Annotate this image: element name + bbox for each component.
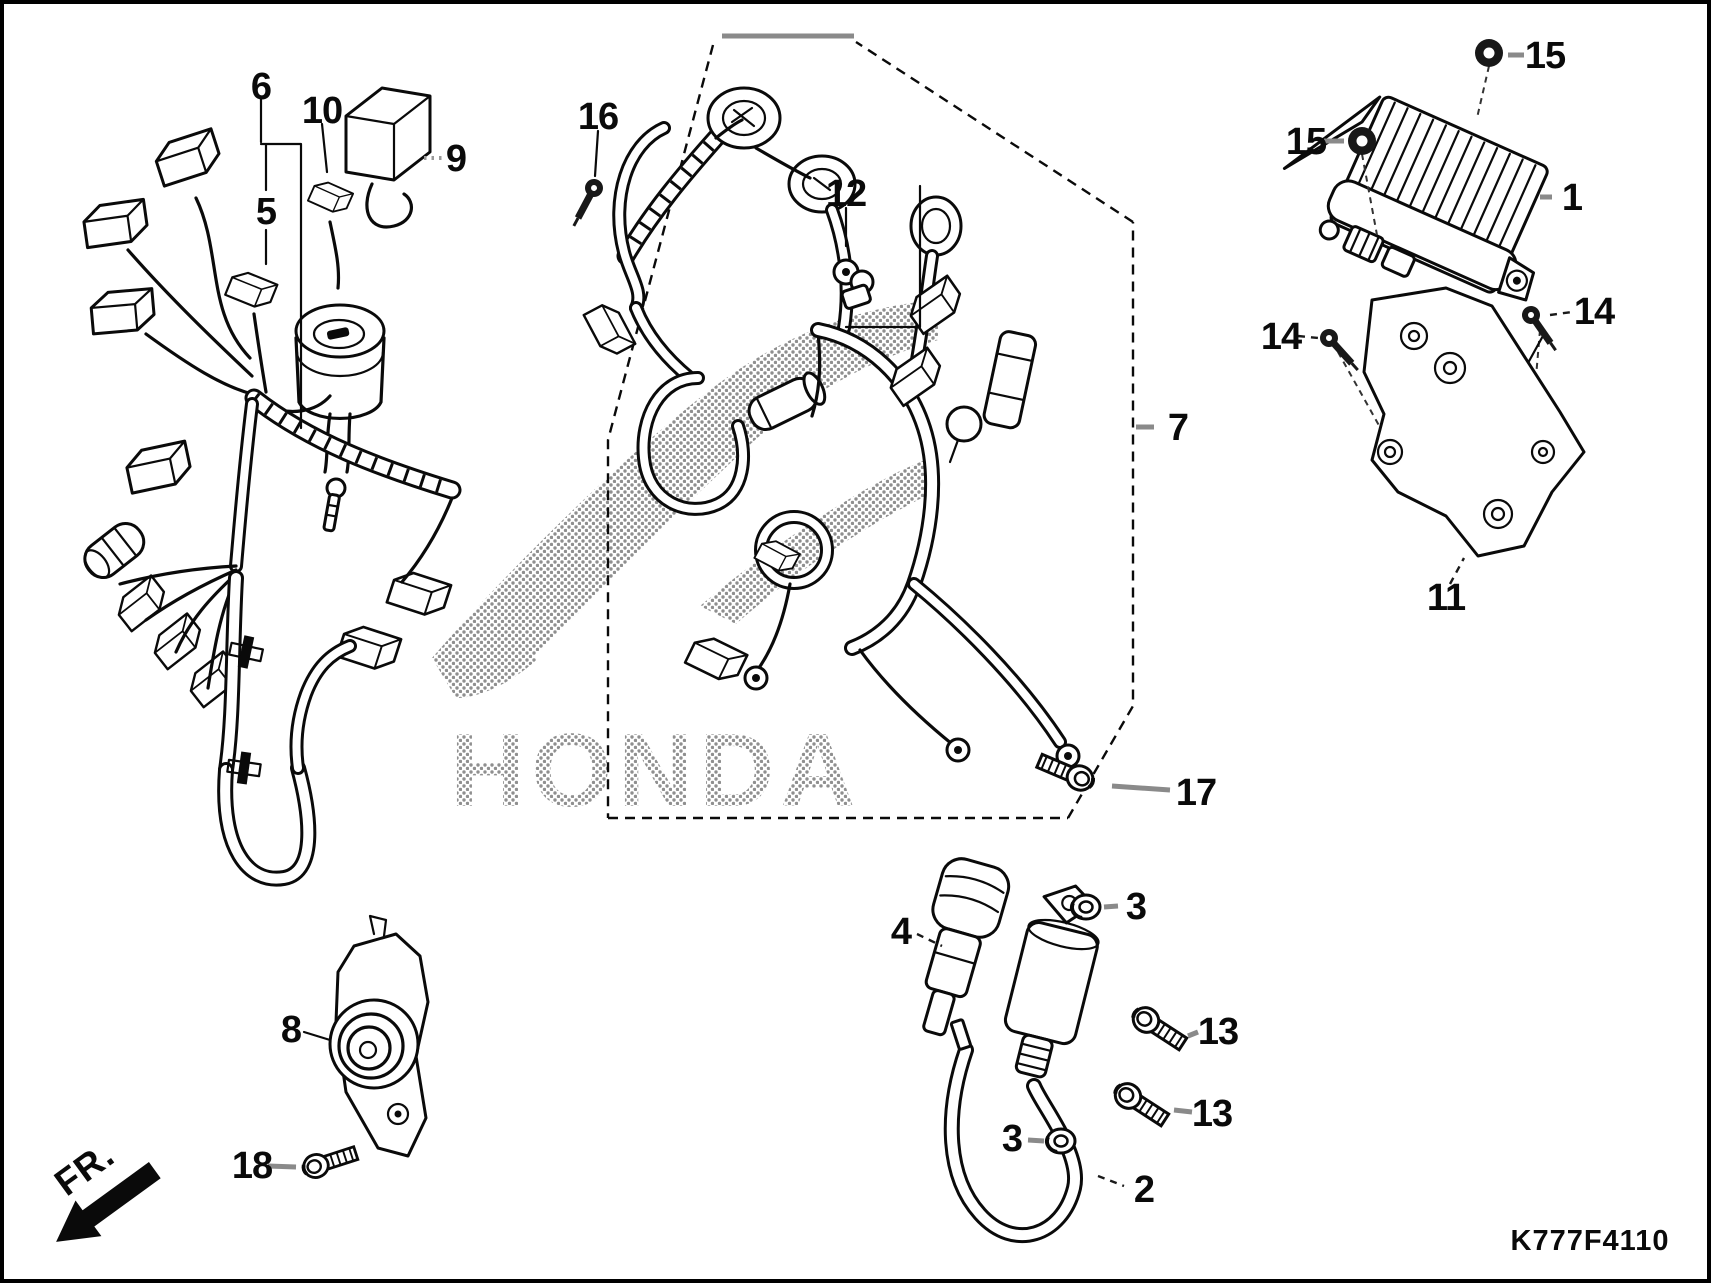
fr-direction: FR.: [47, 1134, 161, 1242]
callout-4[interactable]: 4: [891, 911, 913, 953]
nut-15: [1475, 39, 1503, 67]
callout-3[interactable]: 3: [1126, 886, 1147, 928]
nut-3: [1044, 1127, 1077, 1155]
main-wire-harness: [80, 86, 462, 887]
honda-wing-watermark: HONDA: [432, 300, 938, 829]
nut-15: [1348, 127, 1376, 155]
callout-14[interactable]: 14: [1574, 291, 1616, 333]
round-connector: [706, 86, 782, 150]
ignition-switch-connector: [294, 303, 386, 474]
sub-harness-7: [582, 86, 1081, 769]
fr-direction-arrow-icon: [56, 1162, 161, 1242]
relay-5: [224, 266, 279, 313]
sensor-12: [832, 258, 875, 310]
condenser-cylinder: [747, 371, 827, 432]
callout-12[interactable]: 12: [826, 173, 867, 215]
callout-15[interactable]: 15: [1525, 35, 1567, 77]
spark-plug-cap-4: [922, 857, 1011, 1037]
ignition-coil-group: [922, 857, 1100, 1244]
bolt-18: [298, 1140, 362, 1183]
callout-1[interactable]: 1: [1562, 177, 1584, 219]
callout-13[interactable]: 13: [1198, 1011, 1239, 1053]
callout-5[interactable]: 5: [256, 191, 278, 233]
callout-17[interactable]: 17: [1176, 772, 1217, 814]
bracket-11: [1362, 286, 1586, 558]
round-connector: [909, 195, 963, 257]
callout-8[interactable]: 8: [281, 1009, 302, 1051]
callout-6[interactable]: 6: [251, 66, 272, 108]
regulator-rectifier-1: [1282, 65, 1549, 470]
relay-9: [344, 86, 432, 229]
callout-9[interactable]: 9: [446, 138, 467, 180]
ignition-coil-2: [1003, 884, 1100, 1079]
callout-15[interactable]: 15: [1286, 121, 1328, 163]
nut-3: [1069, 893, 1102, 921]
callout-11[interactable]: 11: [1427, 577, 1467, 619]
callouts: 6 5 10 9 16 12 7 15 15 1 14 14 11 17 3 4…: [232, 35, 1616, 1211]
callout-18[interactable]: 18: [232, 1145, 273, 1187]
inline-connector: [982, 330, 1038, 430]
callout-10[interactable]: 10: [302, 90, 343, 132]
callout-7[interactable]: 7: [1168, 407, 1189, 449]
round-connector: [787, 154, 857, 214]
callout-16[interactable]: 16: [578, 96, 619, 138]
connector-10: [306, 177, 355, 218]
callout-14[interactable]: 14: [1261, 316, 1303, 358]
bolt-14: [1316, 325, 1364, 376]
leader-lines: [259, 52, 1573, 1188]
horn-8: [328, 914, 430, 1158]
key-shape: [322, 477, 347, 533]
callout-13[interactable]: 13: [1192, 1093, 1233, 1135]
honda-watermark-text: HONDA: [450, 713, 861, 829]
screw-16: [566, 176, 606, 230]
bolt-13: [1126, 1000, 1192, 1057]
diagram-code: K777F4110: [1511, 1225, 1670, 1257]
bolt-14: [1518, 302, 1563, 355]
callout-2[interactable]: 2: [1134, 1169, 1155, 1211]
callout-3[interactable]: 3: [1002, 1118, 1023, 1160]
bolt-13: [1108, 1076, 1174, 1133]
